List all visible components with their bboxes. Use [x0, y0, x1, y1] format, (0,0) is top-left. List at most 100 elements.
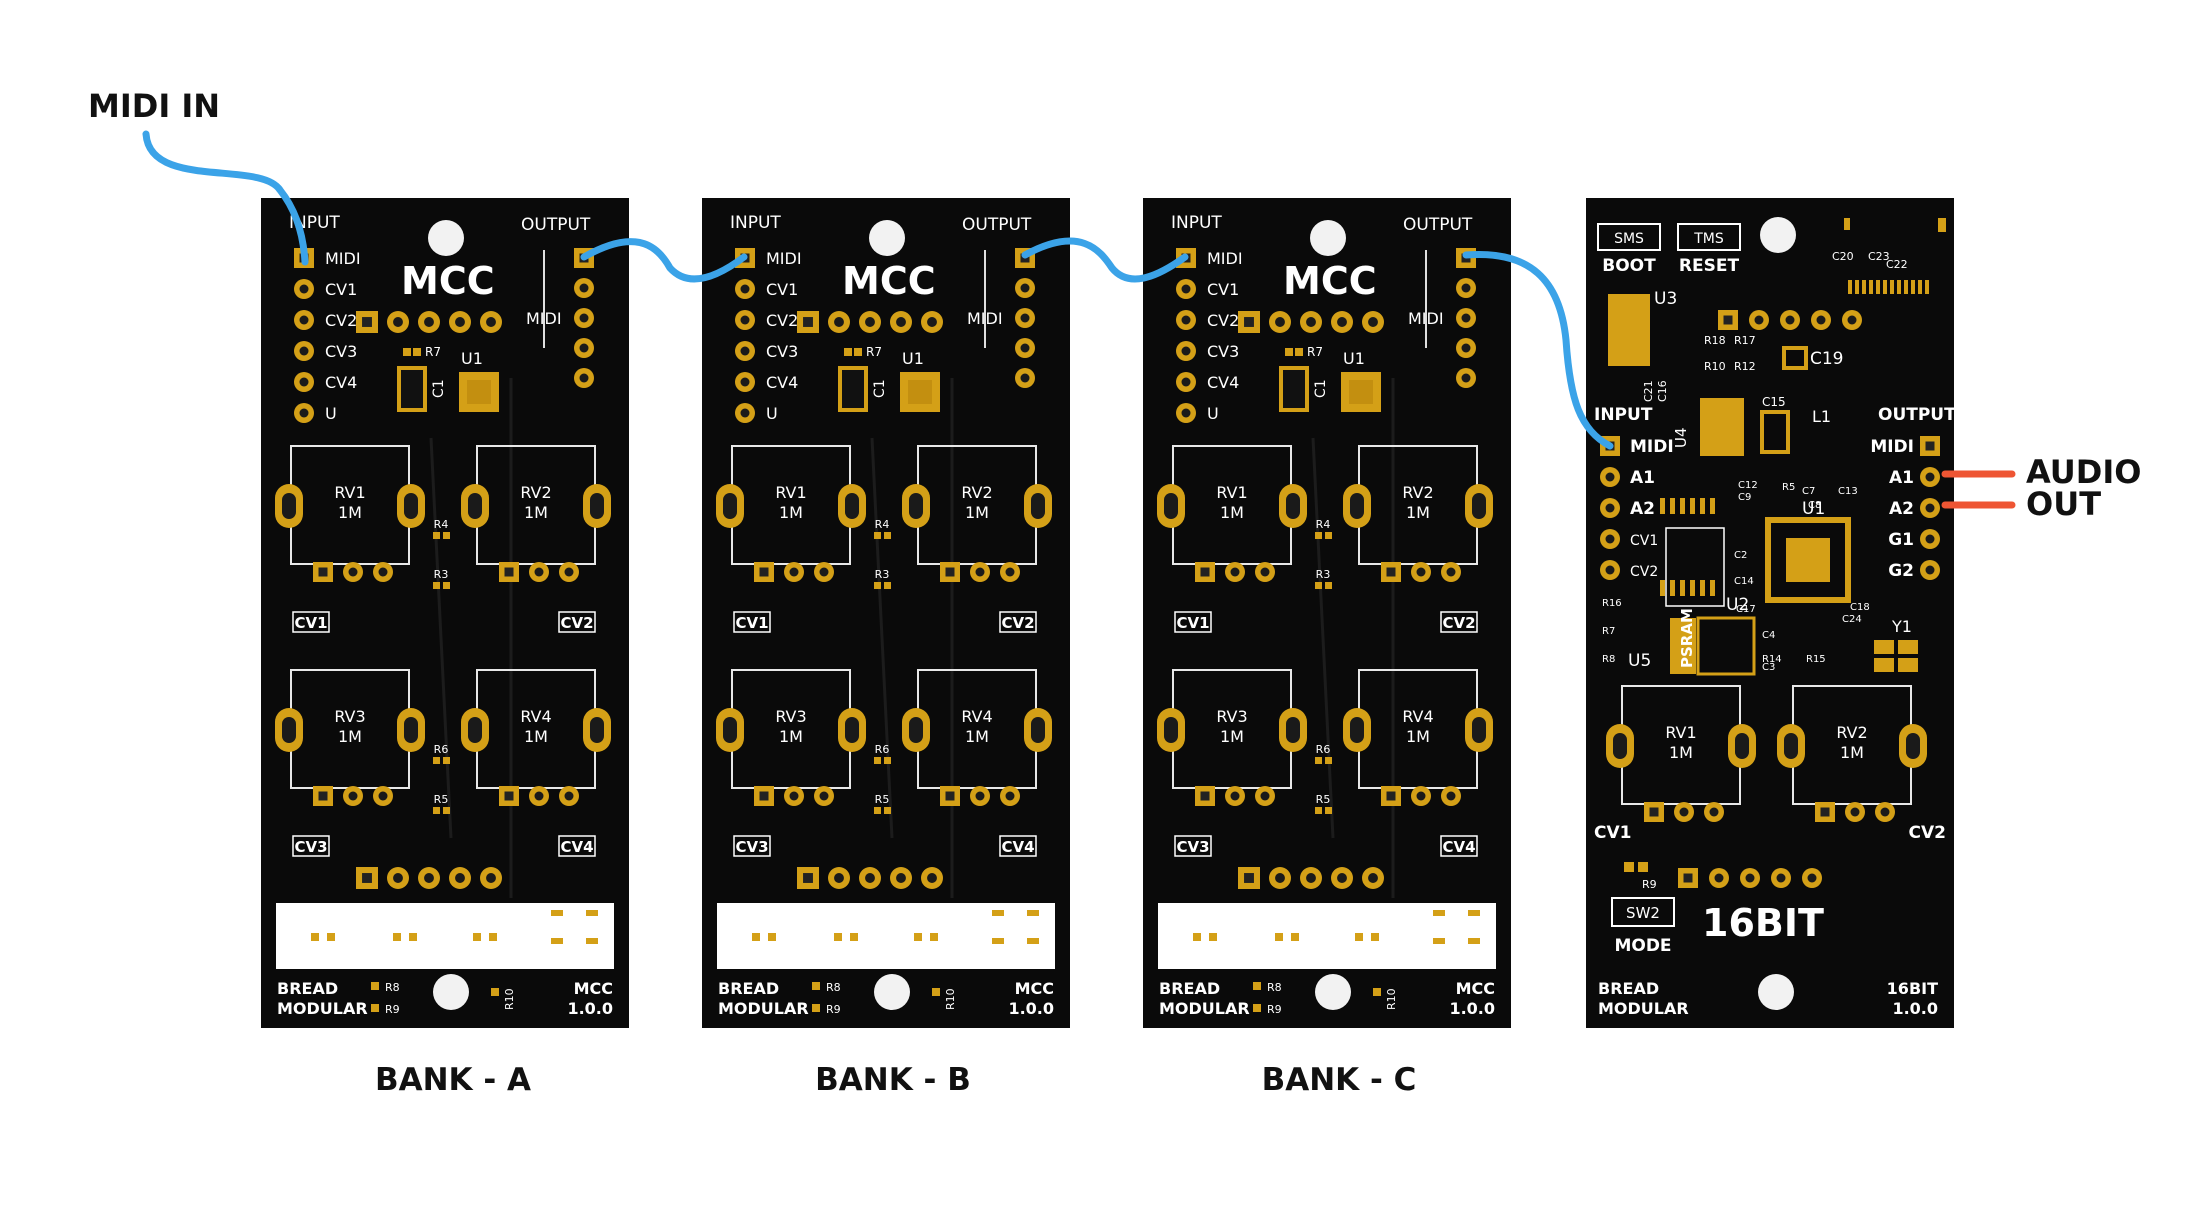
bit16-u1-chip	[1765, 517, 1851, 603]
mcc-selector-pad-a-2	[473, 933, 481, 941]
mcc-pot-rv3-mount-left-hole	[282, 717, 296, 743]
mcc-res-label-1: R3	[1316, 568, 1331, 581]
mcc-output-pin-4-hole	[1461, 373, 1471, 383]
mcc-sel-pad-2	[586, 910, 598, 916]
mcc-pot-rv4-pin-2-hole	[564, 791, 574, 801]
mcc-selector-pad-a-2	[914, 933, 922, 941]
bit16-r11-label: C23	[1868, 250, 1890, 263]
mcc-bottom-pin-2-hole	[1306, 873, 1316, 883]
mcc-cv-box-1	[1440, 611, 1478, 633]
bit16-usb-pin-11	[1925, 280, 1929, 294]
mcc-pot-rv3-pin-1-hole	[1230, 791, 1240, 801]
mcc-output-label: OUTPUT	[521, 215, 591, 235]
mcc-r9-label: R9	[826, 1003, 841, 1016]
mcc-input-jack-5-hole	[299, 408, 309, 418]
mcc-jack-label-4: CV4	[1207, 373, 1239, 392]
bit16-psram-outline	[1696, 616, 1756, 676]
mcc-bottom-pin-2-hole	[424, 873, 434, 883]
mcc-output-pin-1-hole	[579, 283, 589, 293]
mcc-r7-pad-a	[403, 348, 411, 356]
mcc-jack-label-2: CV2	[325, 311, 357, 330]
bit16-pot-rv1-pin-1-hole	[1679, 807, 1689, 817]
bit16-switch-caption-0: BOOT	[1602, 256, 1656, 276]
bit16-input-jack-1-hole	[1605, 472, 1615, 482]
mcc-cv-box-0	[1174, 611, 1212, 633]
mcc-midi-side-label: MIDI	[526, 309, 562, 328]
mcc-r10-label: R10	[1385, 988, 1398, 1010]
bit16-in-jack-label-2: A2	[1630, 499, 1655, 519]
bit16-part-label-13: R15	[1806, 654, 1826, 665]
mcc-pot-rv2-pin-2-hole	[1005, 567, 1015, 577]
mcc-res-pad-b-2	[443, 757, 450, 764]
mcc-sel-pad-1	[1433, 910, 1445, 916]
mcc-pot-rv2-pin-1-hole	[534, 567, 544, 577]
bit16-pot-rv2-ref: RV2	[1836, 723, 1867, 742]
mcc-jack-label-2: CV2	[1207, 311, 1239, 330]
bit16-r17-label: R12	[1734, 360, 1756, 373]
mcc-pot-rv3-ref: RV3	[334, 707, 365, 726]
mcc-pot-rv2-mount-right-hole	[1031, 493, 1045, 519]
mcc-input-jack-2-hole	[740, 315, 750, 325]
mcc-pot-rv2-mount-right-hole	[590, 493, 604, 519]
mcc-pot-rv1-value: 1M	[779, 503, 803, 522]
mcc-res-label-0: R4	[875, 518, 890, 531]
mcc-pot-rv2-ref: RV2	[520, 483, 551, 502]
mcc-pot-rv3-value: 1M	[1220, 727, 1244, 746]
mcc-pot-rv3-pin-0-hole	[759, 791, 769, 801]
mcc-mount-hole-bottom	[1315, 974, 1351, 1010]
mcc-pot-rv1-pin-1-hole	[348, 567, 358, 577]
mcc-u1-die	[467, 380, 491, 404]
mcc-selector-option-3: SELECT	[977, 945, 1037, 964]
bit16-u2-pin-top-5	[1710, 498, 1715, 514]
mcc-mount-hole-bottom	[433, 974, 469, 1010]
bit16-pot-rv2-pin-2-hole	[1880, 807, 1890, 817]
bit16-mode-label: MODE	[1614, 936, 1671, 956]
mcc-bottom-pin-2-hole	[865, 873, 875, 883]
bank-caption-1: BANK - B	[815, 1062, 971, 1098]
mcc-r7-pad-a	[844, 348, 852, 356]
mcc-r10-pad	[491, 988, 499, 996]
mcc-res-pad-a-0	[1315, 532, 1322, 539]
bit16-c22-label: R17	[1734, 334, 1756, 347]
mcc-res-pad-b-0	[884, 532, 891, 539]
mcc-bottom-pin-0-hole	[1244, 873, 1254, 883]
mcc-input-jack-1-hole	[1181, 284, 1191, 294]
mcc-selector-pad-b-1	[850, 933, 858, 941]
mcc-cv-box-1	[999, 611, 1037, 633]
bit16-u2-pin-bottom-2	[1680, 580, 1685, 596]
bit16-part-label-5: C2	[1734, 550, 1747, 561]
mcc-bottom-pin-4-hole	[1368, 873, 1378, 883]
bit16-in-jack-label-4: CV2	[1630, 564, 1658, 580]
bit16-output-jack-2-hole	[1925, 503, 1935, 513]
mcc-res-pad-a-0	[433, 532, 440, 539]
bit16-u2-outline	[1665, 527, 1725, 607]
mcc-selector-pad-a-1	[1275, 933, 1283, 941]
bit16-cv1-label: CV1	[1594, 823, 1631, 843]
mcc-selector-pad-b-0	[327, 933, 335, 941]
mcc-output-pin-1-hole	[1461, 283, 1471, 293]
bit16-usb-pin-8	[1904, 280, 1908, 294]
bit16-pot-rv1-ref: RV1	[1665, 723, 1696, 742]
bit16-u4-chip	[1700, 398, 1744, 456]
mcc-pot-rv4-ref: RV4	[1402, 707, 1433, 726]
mcc-sel-pad-4	[1027, 938, 1039, 944]
bit16-switch-label-0: SMS	[1614, 231, 1644, 247]
mcc-res-label-1: R3	[434, 568, 449, 581]
mcc-output-pin-2-hole	[1020, 313, 1030, 323]
audio-out-label-line2: OUT	[2026, 485, 2101, 523]
mcc-pot-rv4-pin-2-hole	[1005, 791, 1015, 801]
mcc-input-jack-5-hole	[1181, 408, 1191, 418]
mcc-header-pin-3-hole	[455, 317, 465, 327]
mcc-r7-pad-b	[854, 348, 862, 356]
mcc-sel-pad-1	[551, 910, 563, 916]
mcc-selector-option-1: B(27,30)	[365, 945, 434, 964]
mcc-pot-rv1-mount-left-hole	[282, 493, 296, 519]
mcc-res-pad-a-3	[1315, 807, 1322, 814]
mcc-input-jack-4-hole	[740, 377, 750, 387]
mcc-pot-rv3-value: 1M	[779, 727, 803, 746]
mcc-pot-rv4-pin-2-hole	[1446, 791, 1456, 801]
mcc-title: MCC	[401, 259, 495, 303]
